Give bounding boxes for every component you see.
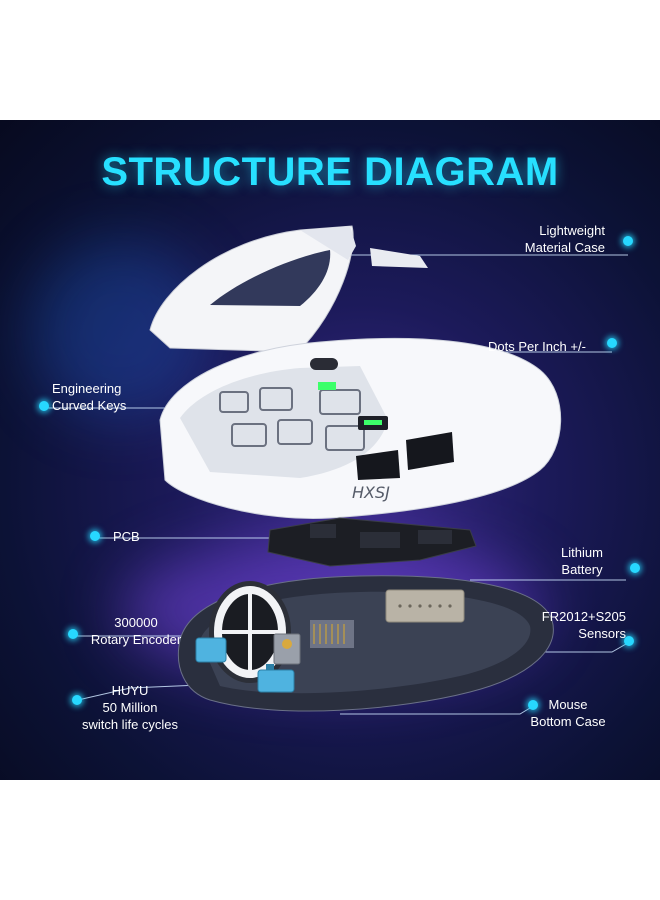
callout-dot-case: [623, 236, 633, 246]
top-case-shell: [149, 225, 428, 353]
brand-mark: HXSJ: [352, 483, 390, 502]
label-dpi: Dots Per Inch +/-: [488, 339, 586, 354]
main-shell: HXSJ: [159, 338, 562, 519]
label-line: Battery: [561, 562, 603, 577]
label-curved-keys: Engineering Curved Keys: [52, 380, 126, 414]
callout-dot-encoder: [68, 629, 78, 639]
label-line: FR2012+S205: [541, 609, 626, 624]
label-line: Material Case: [524, 240, 605, 255]
label-line: Bottom Case: [530, 714, 606, 729]
label-line: HUYU: [111, 683, 149, 698]
label-line: switch life cycles: [81, 717, 179, 732]
label-pcb: PCB: [113, 529, 140, 544]
label-bottom-case: Mouse Bottom Case: [520, 696, 616, 730]
diagram-title: STRUCTURE DIAGRAM: [101, 150, 559, 194]
callout-dot-battery: [630, 563, 640, 573]
label-line: Lithium: [561, 545, 603, 560]
leader-line-bottom: [340, 707, 531, 715]
rotary-encoder: [273, 633, 301, 665]
callout-dot-bottom: [528, 700, 538, 710]
callout-dot-pcb: [90, 531, 100, 541]
mouse-switches: [195, 637, 295, 693]
structure-diagram-poster: STRUCTURE DIAGRAM: [0, 120, 660, 780]
callout-dot-switch: [72, 695, 82, 705]
label-sensors: FR2012+S205 Sensors: [542, 608, 626, 642]
label-line: 50 Million: [102, 700, 158, 715]
exploded-mouse-illustration: HXSJ: [44, 225, 628, 715]
label-encoder: 300000 Rotary Encoder: [86, 614, 186, 648]
pcb-board: [267, 517, 477, 567]
callout-dot-dpi: [607, 338, 617, 348]
label-line: 300000: [114, 615, 158, 630]
label-line: Mouse: [548, 697, 588, 712]
label-line: Rotary Encoder: [90, 632, 182, 647]
label-battery: Lithium Battery: [552, 544, 612, 578]
label-line: Curved Keys: [52, 398, 127, 413]
label-switch: HUYU 50 Million switch life cycles: [70, 682, 190, 733]
label-material-case: Lightweight Material Case: [525, 222, 605, 256]
callout-dot-keys: [39, 401, 49, 411]
label-line: Sensors: [578, 626, 626, 641]
scroll-wheel: [209, 581, 291, 683]
label-line: Lightweight: [539, 223, 605, 238]
callout-dot-sensors: [624, 636, 634, 646]
label-line: Engineering: [52, 381, 122, 396]
